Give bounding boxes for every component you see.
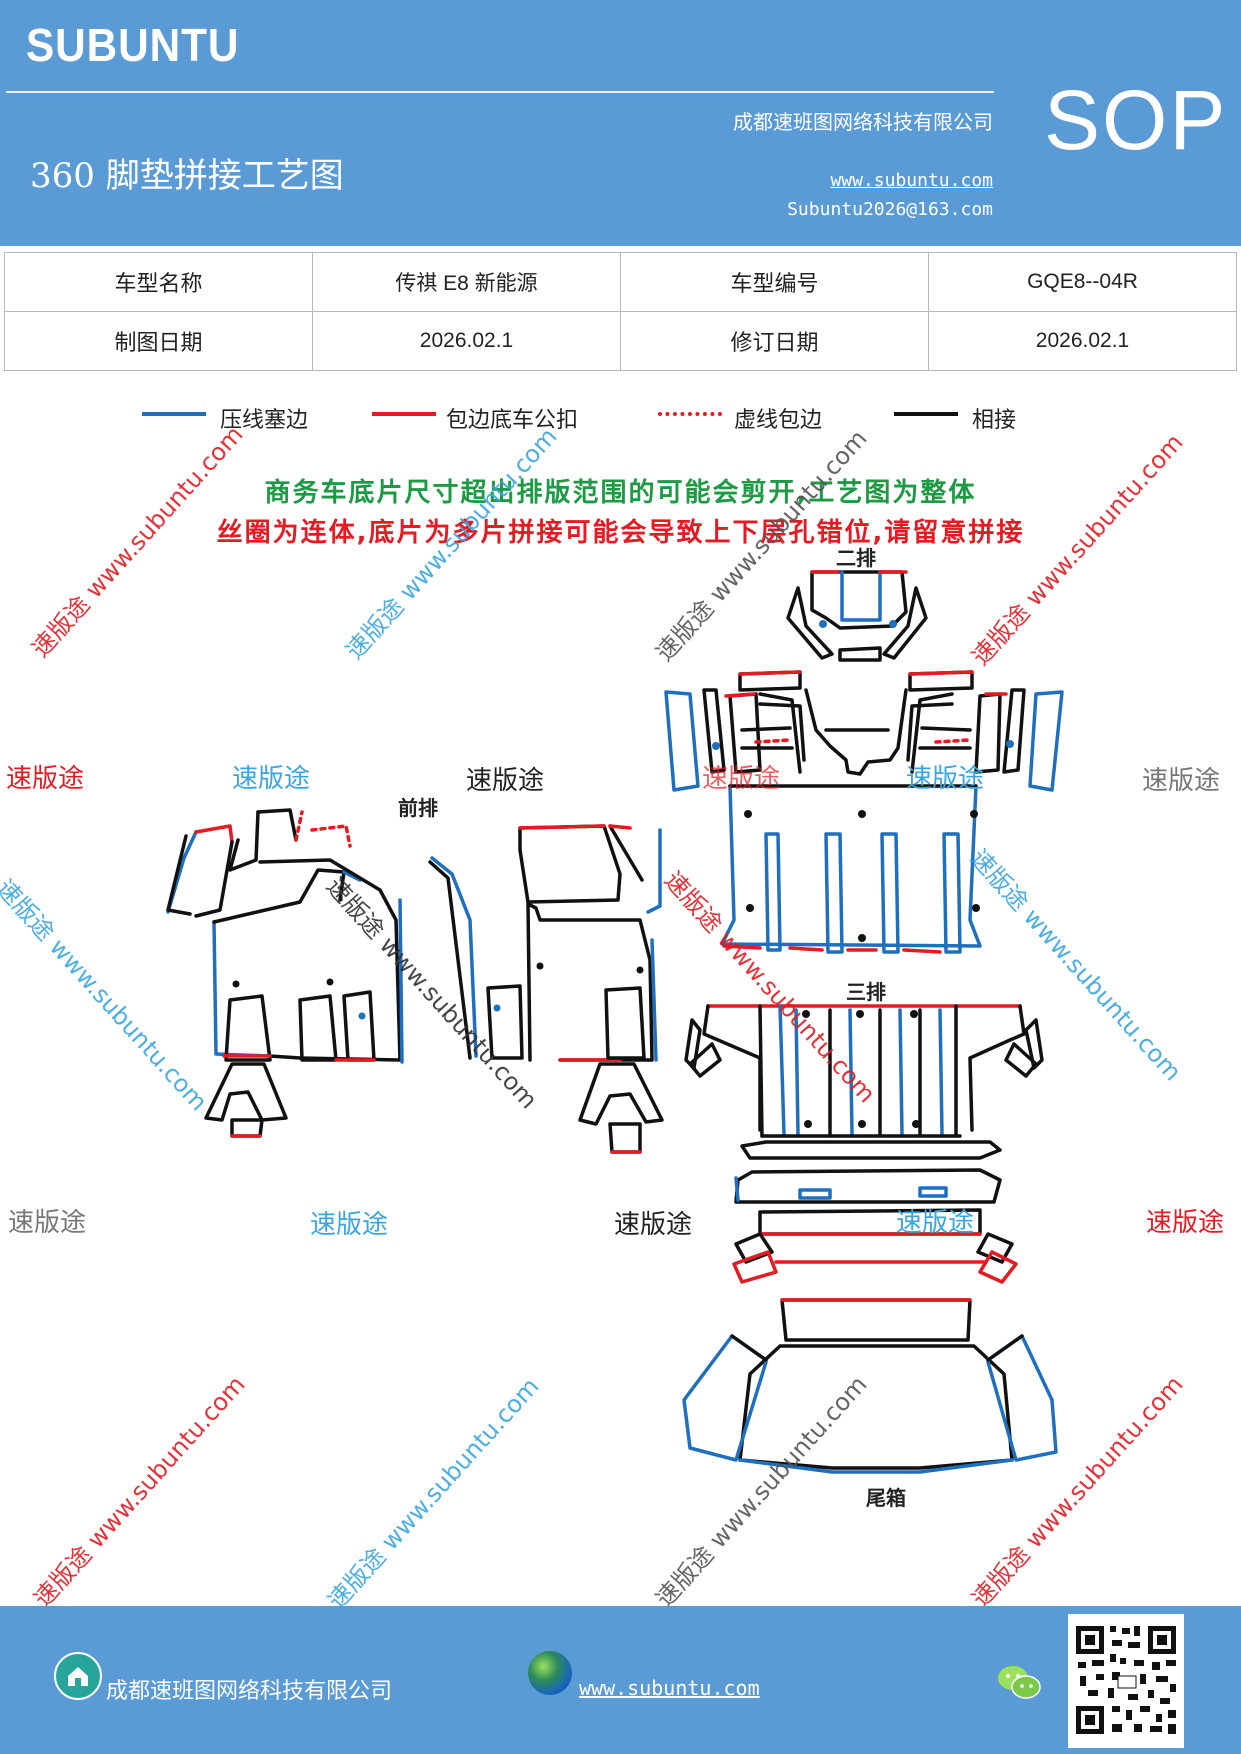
legend-label: 压线塞边 (220, 408, 309, 433)
header-divider (6, 91, 994, 93)
legend-swatch (372, 412, 436, 416)
second-row-label: 二排 (836, 546, 876, 570)
footer-bar: 成都速班图网络科技有限公司 www.subuntu.com (0, 1606, 1241, 1754)
wechat-icon (998, 1666, 1041, 1699)
watermark-text: 速版途 (310, 1210, 389, 1240)
header-bar: SUBUNTU SOP 成都速班图网络科技有限公司 360 脚垫拼接工艺图 ww… (0, 0, 1241, 246)
table-row: 制图日期 2026.02.1 修订日期 2026.02.1 (4, 311, 1237, 371)
table-row: 车型名称 传祺 E8 新能源 车型编号 GQE8--04R (4, 252, 1237, 312)
watermark-text: 速版途 (8, 1208, 87, 1238)
watermark-text: 速版途 (1146, 1208, 1225, 1238)
footer-company: 成都速班图网络科技有限公司 (106, 1679, 393, 1704)
front-right-mat (428, 824, 664, 1154)
watermark-text: 速版途 (232, 764, 311, 794)
third-row-label: 三排 (846, 980, 886, 1004)
footer-website-link[interactable]: www.subuntu.com (579, 1676, 760, 1700)
email-text: Subuntu2026@163.com (787, 199, 993, 220)
model-name-value: 传祺 E8 新能源 (312, 252, 621, 312)
legend-swatch (894, 412, 958, 416)
revise-date-value: 2026.02.1 (928, 311, 1237, 371)
globe-icon (528, 1651, 572, 1695)
watermark-text: 速版途 (906, 764, 985, 794)
model-code-value: GQE8--04R (928, 252, 1237, 312)
front-left-mat (166, 808, 404, 1138)
draw-date-label: 制图日期 (4, 311, 313, 371)
watermark-text: 速版途 (702, 764, 781, 794)
legend-swatch (142, 412, 206, 416)
model-name-label: 车型名称 (4, 252, 313, 312)
page-title: 360 脚垫拼接工艺图 (30, 156, 344, 196)
watermark-text: 速版途 (466, 766, 545, 796)
second-row-mat (664, 570, 1064, 792)
home-icon (54, 1652, 102, 1700)
watermark-text: 速版途 (1142, 766, 1221, 796)
trunk-mat (682, 1298, 1058, 1474)
draw-date-value: 2026.02.1 (312, 311, 621, 371)
watermark-text: 速版途 (6, 764, 85, 794)
revise-date-label: 修订日期 (620, 311, 929, 371)
model-code-label: 车型编号 (620, 252, 929, 312)
doc-type-label: SOP (1044, 73, 1228, 167)
legend-label: 包边底车公扣 (446, 408, 579, 433)
trunk-label: 尾箱 (866, 1486, 906, 1510)
watermark-text: 速版途 (896, 1208, 975, 1238)
notice-line-2: 丝圈为连体,底片为多片拼接可能会导致上下层孔错位,请留意拼接 (216, 518, 1025, 548)
company-name: 成都速班图网络科技有限公司 (733, 110, 993, 134)
website-link[interactable]: www.subuntu.com (830, 170, 993, 191)
brand-logo: SUBUNTU (26, 19, 240, 71)
qr-code[interactable] (1068, 1614, 1184, 1748)
third-row-mat (684, 1004, 1044, 1284)
notice-line-1: 商务车底片尺寸超出排版范围的可能会剪开,工艺图为整体 (264, 478, 977, 508)
vehicle-info-table: 车型名称 传祺 E8 新能源 车型编号 GQE8--04R 制图日期 2026.… (4, 252, 1237, 371)
front-row-label: 前排 (398, 796, 438, 820)
legend-swatch (658, 412, 722, 416)
legend-label: 虚线包边 (734, 408, 823, 433)
second-row-floor (720, 784, 982, 954)
legend-label: 相接 (972, 408, 1017, 433)
watermark-text: 速版途 (614, 1210, 693, 1240)
